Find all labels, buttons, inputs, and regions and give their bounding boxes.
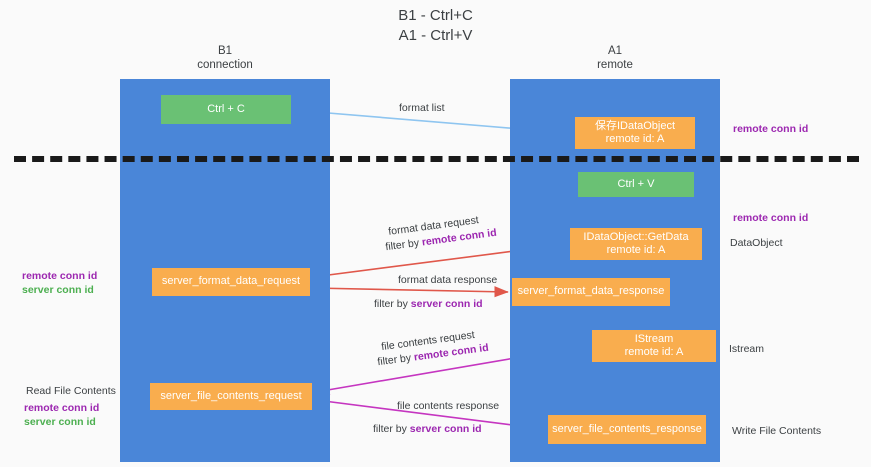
node-server-format-data-request-label: server_format_data_request [161,275,301,288]
edge-format-data-response [312,286,509,298]
edge-label-format-data-response-filter: filter by server conn id [374,297,483,311]
annotation-right-remote-conn-id-1: remote conn id [733,122,808,136]
node-server-file-contents-request[interactable]: server_file_contents_request [150,383,312,410]
node-server-format-data-response-label: server_format_data_response [517,285,665,298]
annotation-remote-conn-id: remote conn id [24,402,100,414]
node-save-idataobject-label: 保存IDataObject [594,119,676,132]
node-istream[interactable]: IStream remote id: A [592,330,716,362]
edge-label-file-contents-response: file contents response [397,400,500,412]
annotation-text: remote conn id [733,123,809,135]
node-ctrl-c-label: Ctrl + C [207,102,245,115]
filter-key-server-conn-id: server conn id [410,298,483,310]
annotation-left-conn-ids-2: remote conn id server conn id [24,401,99,429]
annotation-right-dataobject: DataObject [730,236,783,250]
title-line-2: A1 - Ctrl+V [398,27,473,44]
node-getdata-label: IDataObject::GetData [583,230,689,243]
lane-a1-name: A1 [607,45,623,57]
node-istream-remote-id: remote id: A [624,346,684,358]
edge-label-format-data-response: format data response [398,274,498,286]
node-server-file-contents-response-label: server_file_contents_response [552,422,702,435]
lane-header-b1: B1 connection [120,44,330,72]
phase-divider [14,156,859,162]
annotation-right-remote-conn-id-2: remote conn id [733,211,808,225]
annotation-text: Istream [729,343,765,355]
node-server-format-data-response[interactable]: server_format_data_response [512,278,670,306]
annotation-remote-conn-id: remote conn id [22,270,98,282]
annotation-left-conn-ids-1: remote conn id server conn id [22,269,97,297]
node-save-idataobject-remote-id: remote id: A [605,133,665,145]
lane-a1-subtitle: remote [597,59,633,71]
edge-label-format-list: format list [399,102,445,114]
annotation-right-istream: Istream [729,342,764,356]
annotation-text: remote conn id [733,212,809,224]
annotation-text: DataObject [730,237,783,249]
node-ctrl-v-label: Ctrl + V [617,177,655,190]
annotation-text: Read File Contents [26,385,116,397]
annotation-right-write-file-contents: Write File Contents [732,424,821,438]
diagram-title: B1 - Ctrl+C A1 - Ctrl+V [0,6,871,46]
annotation-text: Write File Contents [732,425,822,437]
filter-key-server-conn-id: server conn id [409,423,482,435]
node-ctrl-v[interactable]: Ctrl + V [578,172,694,197]
node-getdata-remote-id: remote id: A [606,244,666,256]
lane-b1-name: B1 [217,45,233,57]
edge-file-contents-response [315,399,545,433]
node-idataobject-getdata[interactable]: IDataObject::GetData remote id: A [570,228,702,260]
node-server-format-data-request[interactable]: server_format_data_request [152,268,310,296]
filter-prefix: filter by [373,423,410,435]
lane-header-a1: A1 remote [510,44,720,72]
node-istream-label: IStream [634,332,674,345]
annotation-server-conn-id: server conn id [22,284,94,296]
edge-label-file-contents-response-filter: filter by server conn id [373,422,482,436]
annotation-left-read-file-contents: Read File Contents [26,384,116,398]
node-ctrl-c[interactable]: Ctrl + C [161,95,291,124]
annotation-server-conn-id: server conn id [24,416,96,428]
node-save-idataobject[interactable]: 保存IDataObject remote id: A [575,117,695,149]
node-server-file-contents-response[interactable]: server_file_contents_response [548,415,706,444]
filter-prefix: filter by [374,298,411,310]
node-server-file-contents-request-label: server_file_contents_request [160,389,302,402]
lane-b1-subtitle: connection [197,59,253,71]
title-line-1: B1 - Ctrl+C [398,7,473,24]
